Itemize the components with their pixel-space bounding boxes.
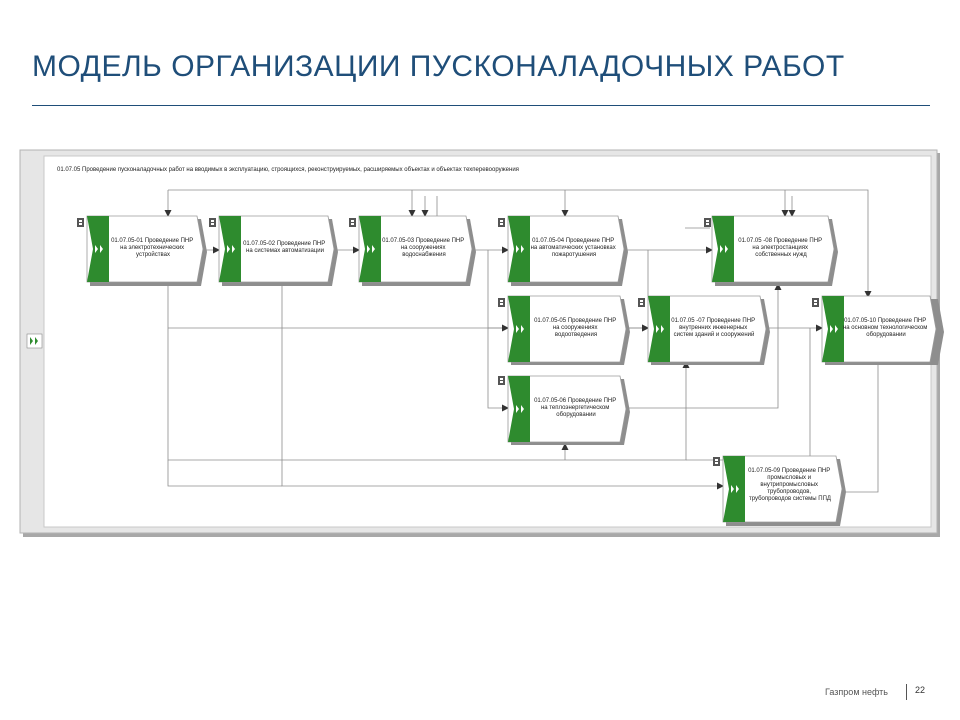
function-label: 01.07.05-09 Проведение ПНР промысловых и… bbox=[748, 468, 832, 502]
function-label: 01.07.05-04 Проведение ПНР на автоматиче… bbox=[531, 238, 618, 258]
footer-company: Газпром нефть bbox=[825, 687, 888, 697]
process-handle[interactable] bbox=[26, 333, 43, 349]
double-chevron-icon bbox=[830, 325, 838, 333]
process-link-icon bbox=[498, 376, 505, 385]
connector-f01-down bbox=[167, 284, 690, 461]
function-box[interactable]: 01.07.05-06 Проведение ПНР на теплоэнерг… bbox=[498, 375, 630, 445]
process-link-icon bbox=[498, 298, 505, 307]
double-chevron-icon bbox=[516, 405, 524, 413]
process-label: 01.07.05 Проведение пусконаладочных рабо… bbox=[57, 167, 519, 173]
process-link-icon bbox=[638, 298, 645, 307]
double-chevron-icon bbox=[720, 245, 728, 253]
function-box[interactable]: 01.07.05-05 Проведение ПНР на сооружения… bbox=[498, 295, 630, 365]
function-box[interactable]: 01.07.05-03 Проведение ПНР на сооружения… bbox=[349, 215, 476, 286]
footer-separator bbox=[906, 684, 907, 700]
function-label: 01.07.05-10 Проведение ПНР на основном т… bbox=[843, 318, 929, 338]
double-chevron-icon bbox=[731, 485, 739, 493]
process-link-icon bbox=[349, 218, 356, 227]
function-label: 01.07.05-06 Проведение ПНР на теплоэнерг… bbox=[534, 398, 618, 418]
function-box[interactable]: 01.07.05-10 Проведение ПНР на основном т… bbox=[812, 295, 944, 365]
process-link-icon bbox=[77, 218, 84, 227]
function-label: 01.07.05-05 Проведение ПНР на сооружения… bbox=[534, 318, 618, 338]
double-chevron-icon bbox=[95, 245, 103, 253]
process-link-icon bbox=[498, 218, 505, 227]
process-link-icon bbox=[209, 218, 216, 227]
double-chevron-icon bbox=[367, 245, 375, 253]
connector-f06-f08 bbox=[620, 283, 782, 409]
function-box[interactable]: 01.07.05 -07 Проведение ПНР внутренних и… bbox=[638, 295, 770, 365]
title-rule bbox=[32, 105, 930, 106]
connector-top-backbone bbox=[168, 189, 872, 298]
function-box[interactable]: 01.07.05-09 Проведение ПНР промысловых и… bbox=[713, 455, 846, 526]
function-box[interactable]: 01.07.05-04 Проведение ПНР на автоматиче… bbox=[498, 215, 628, 286]
double-chevron-icon bbox=[516, 245, 524, 253]
function-label: 01.07.05 -07 Проведение ПНР внутренних и… bbox=[671, 318, 757, 338]
process-link-icon bbox=[704, 218, 711, 227]
function-label: 01.07.05-03 Проведение ПНР на сооружения… bbox=[382, 238, 466, 258]
double-chevron-icon bbox=[30, 337, 38, 345]
function-box[interactable]: 01.07.05 -08 Проведение ПНР на электрост… bbox=[704, 215, 838, 286]
process-link-icon bbox=[713, 457, 720, 466]
connector-left-bottom bbox=[167, 460, 282, 487]
function-label: 01.07.05-01 Проведение ПНР на электротех… bbox=[111, 238, 195, 258]
connector-branch-f06 bbox=[487, 328, 509, 412]
connectors bbox=[164, 189, 879, 493]
double-chevron-icon bbox=[516, 325, 524, 333]
slide-title: МОДЕЛЬ ОРГАНИЗАЦИИ ПУСКОНАЛАДОЧНЫХ РАБОТ bbox=[32, 50, 845, 83]
page-number: 22 bbox=[915, 685, 926, 695]
function-label: 01.07.05 -08 Проведение ПНР на электрост… bbox=[738, 238, 824, 258]
connector-f10-f09 bbox=[838, 362, 879, 493]
double-chevron-icon bbox=[227, 245, 235, 253]
function-box[interactable]: 01.07.05-01 Проведение ПНР на электротех… bbox=[77, 215, 207, 286]
process-link-icon bbox=[812, 298, 819, 307]
function-box[interactable]: 01.07.05-02 Проведение ПНР на системах а… bbox=[209, 215, 338, 286]
footer: Газпром нефть 22 bbox=[820, 682, 940, 702]
function-label: 01.07.05-02 Проведение ПНР на системах а… bbox=[243, 241, 327, 254]
double-chevron-icon bbox=[656, 325, 664, 333]
